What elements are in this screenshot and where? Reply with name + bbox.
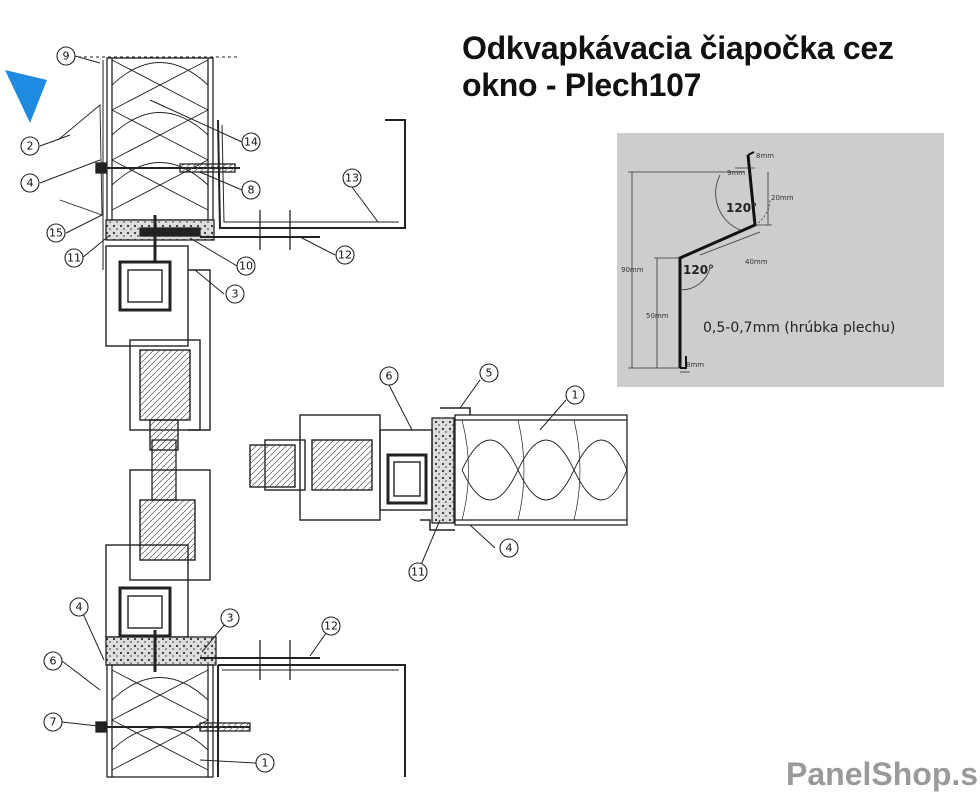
callout-2: 2 xyxy=(27,140,34,153)
callout-12-lower: 12 xyxy=(324,620,338,633)
drip-direction-arrow xyxy=(5,70,47,123)
window-frame-upper xyxy=(105,245,211,451)
dim-20mm: 20mm xyxy=(771,194,794,202)
title-line-2: okno - Plech107 xyxy=(462,67,702,103)
dim-50mm: 50mm xyxy=(646,312,669,320)
upper-c-channel xyxy=(217,119,406,229)
profile-inset: 8mm 9mm 20mm 40mm 90mm 50mm 8mm 120° 120… xyxy=(617,133,944,387)
diagram-title: Odkvapkávacia čiapočka cez okno - Plech1… xyxy=(462,30,962,104)
callout-6: 6 xyxy=(386,370,393,383)
lower-seal-strip xyxy=(105,636,217,666)
callout-4: 4 xyxy=(27,177,34,190)
callout-13: 13 xyxy=(345,172,359,185)
callout-12: 12 xyxy=(338,249,352,262)
dim-90mm: 90mm xyxy=(621,266,644,274)
callout-14: 14 xyxy=(244,136,258,149)
callout-9: 9 xyxy=(63,50,70,63)
dim-8mm-bottom: 8mm xyxy=(686,361,704,369)
brand-watermark: PanelShop.sk xyxy=(786,756,980,792)
callout-3-lower: 3 xyxy=(227,612,234,625)
dim-40mm: 40mm xyxy=(745,258,768,266)
callout-5: 5 xyxy=(486,367,493,380)
callout-4-lower: 4 xyxy=(76,601,83,614)
lower-c-channel xyxy=(217,664,406,777)
angle-lower: 120° xyxy=(683,263,714,277)
callout-7: 7 xyxy=(50,716,57,729)
side-seal-strip xyxy=(431,417,455,524)
thickness-note: 0,5-0,7mm (hrúbka plechu) xyxy=(703,320,895,336)
callout-15: 15 xyxy=(49,227,63,240)
callout-6-lower: 6 xyxy=(50,655,57,668)
callout-3: 3 xyxy=(232,288,239,301)
window-frame-lower xyxy=(105,469,211,638)
upper-wall-panel xyxy=(106,57,214,221)
lower-wall-panel xyxy=(106,664,214,778)
title-line-1: Odkvapkávacia čiapočka cez xyxy=(462,30,894,66)
callout-11: 11 xyxy=(67,252,81,265)
callout-1-lower: 1 xyxy=(262,757,269,770)
angle-upper: 120° xyxy=(726,201,757,215)
dim-9mm: 9mm xyxy=(727,169,745,177)
callout-4-side: 4 xyxy=(506,542,513,555)
callout-11-side: 11 xyxy=(411,566,425,579)
dim-8mm-top: 8mm xyxy=(756,152,774,160)
window-frame-side xyxy=(249,414,433,521)
callout-8: 8 xyxy=(248,184,255,197)
side-panel-section xyxy=(454,414,628,526)
callout-10: 10 xyxy=(239,260,253,273)
callout-1: 1 xyxy=(572,389,579,402)
